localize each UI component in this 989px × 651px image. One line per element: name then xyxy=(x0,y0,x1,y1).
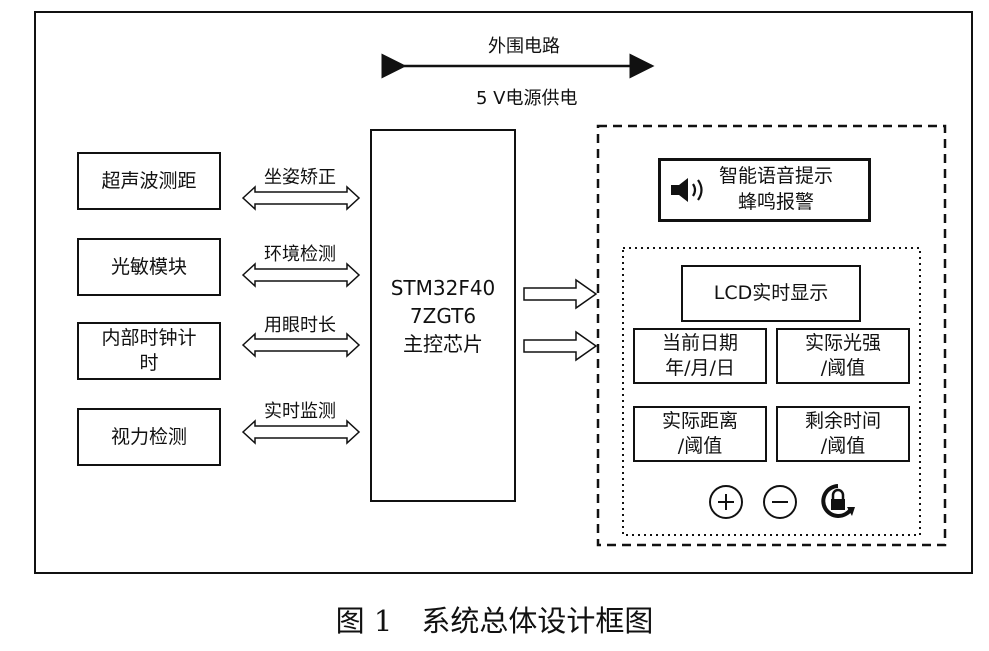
lcd-cell-distance: 实际距离 /阈值 xyxy=(633,406,767,462)
link-label-posture: 坐姿矫正 xyxy=(264,167,336,188)
voice-line2: 蜂鸣报警 xyxy=(738,191,815,213)
system-frame xyxy=(34,11,973,574)
output-arrow-2 xyxy=(523,330,598,362)
lcd-cell-light-line1: 实际光强 xyxy=(804,332,881,355)
output-arrow-1 xyxy=(523,278,598,310)
power-supply-label: 5 V电源供电 xyxy=(476,88,578,109)
link-label-realtime: 实时监测 xyxy=(264,401,336,422)
plus-button[interactable] xyxy=(708,484,744,520)
lcd-cell-remaining-line1: 剩余时间 xyxy=(804,410,881,433)
ultrasonic-module: 超声波测距 xyxy=(77,152,221,210)
minus-button[interactable] xyxy=(762,484,798,520)
lcd-cell-date-line1: 当前日期 xyxy=(661,332,738,355)
internal-clock-line1: 内部时钟计 xyxy=(101,327,197,350)
double-arrow-2 xyxy=(241,262,361,288)
mcu-box: STM32F40 7ZGT6 主控芯片 xyxy=(370,129,516,502)
internal-clock-module: 内部时钟计 时 xyxy=(77,322,221,380)
double-arrow-3 xyxy=(241,332,361,358)
lock-button[interactable] xyxy=(818,483,858,519)
figure-caption: 图 1 系统总体设计框图 xyxy=(335,604,654,638)
speaker-icon xyxy=(671,178,703,202)
lcd-cell-remaining: 剩余时间 /阈值 xyxy=(776,406,910,462)
lcd-cell-date: 当前日期 年/月/日 xyxy=(633,328,767,384)
voice-text: 智能语音提示 蜂鸣报警 xyxy=(719,164,833,215)
mcu-line1: STM32F40 xyxy=(390,275,496,300)
lcd-display-box: LCD实时显示 xyxy=(681,265,861,322)
output-group-frame xyxy=(596,124,947,547)
mcu-line2: 7ZGT6 xyxy=(409,303,477,328)
double-arrow-4 xyxy=(241,419,361,445)
link-label-eye-time: 用眼时长 xyxy=(264,315,336,336)
mcu-line3: 主控芯片 xyxy=(403,331,483,356)
internal-clock-line2: 时 xyxy=(139,352,159,374)
link-label-environment: 环境检测 xyxy=(264,244,336,265)
lcd-cell-light-line2: /阈值 xyxy=(820,357,866,379)
peripheral-title: 外围电路 xyxy=(488,36,560,57)
lcd-cell-remaining-line2: /阈值 xyxy=(820,435,866,457)
voice-alarm-box: 智能语音提示 蜂鸣报警 xyxy=(658,158,871,222)
vision-test-module: 视力检测 xyxy=(77,408,221,466)
double-arrow-1 xyxy=(241,185,361,211)
lcd-cell-date-line2: 年/月/日 xyxy=(665,357,735,379)
light-sensor-module: 光敏模块 xyxy=(77,238,221,296)
lcd-cell-distance-line1: 实际距离 xyxy=(661,410,738,433)
lcd-group-frame xyxy=(622,247,921,536)
voice-line1: 智能语音提示 xyxy=(719,165,834,188)
lcd-cell-light: 实际光强 /阈值 xyxy=(776,328,910,384)
lcd-cell-distance-line2: /阈值 xyxy=(677,435,723,457)
